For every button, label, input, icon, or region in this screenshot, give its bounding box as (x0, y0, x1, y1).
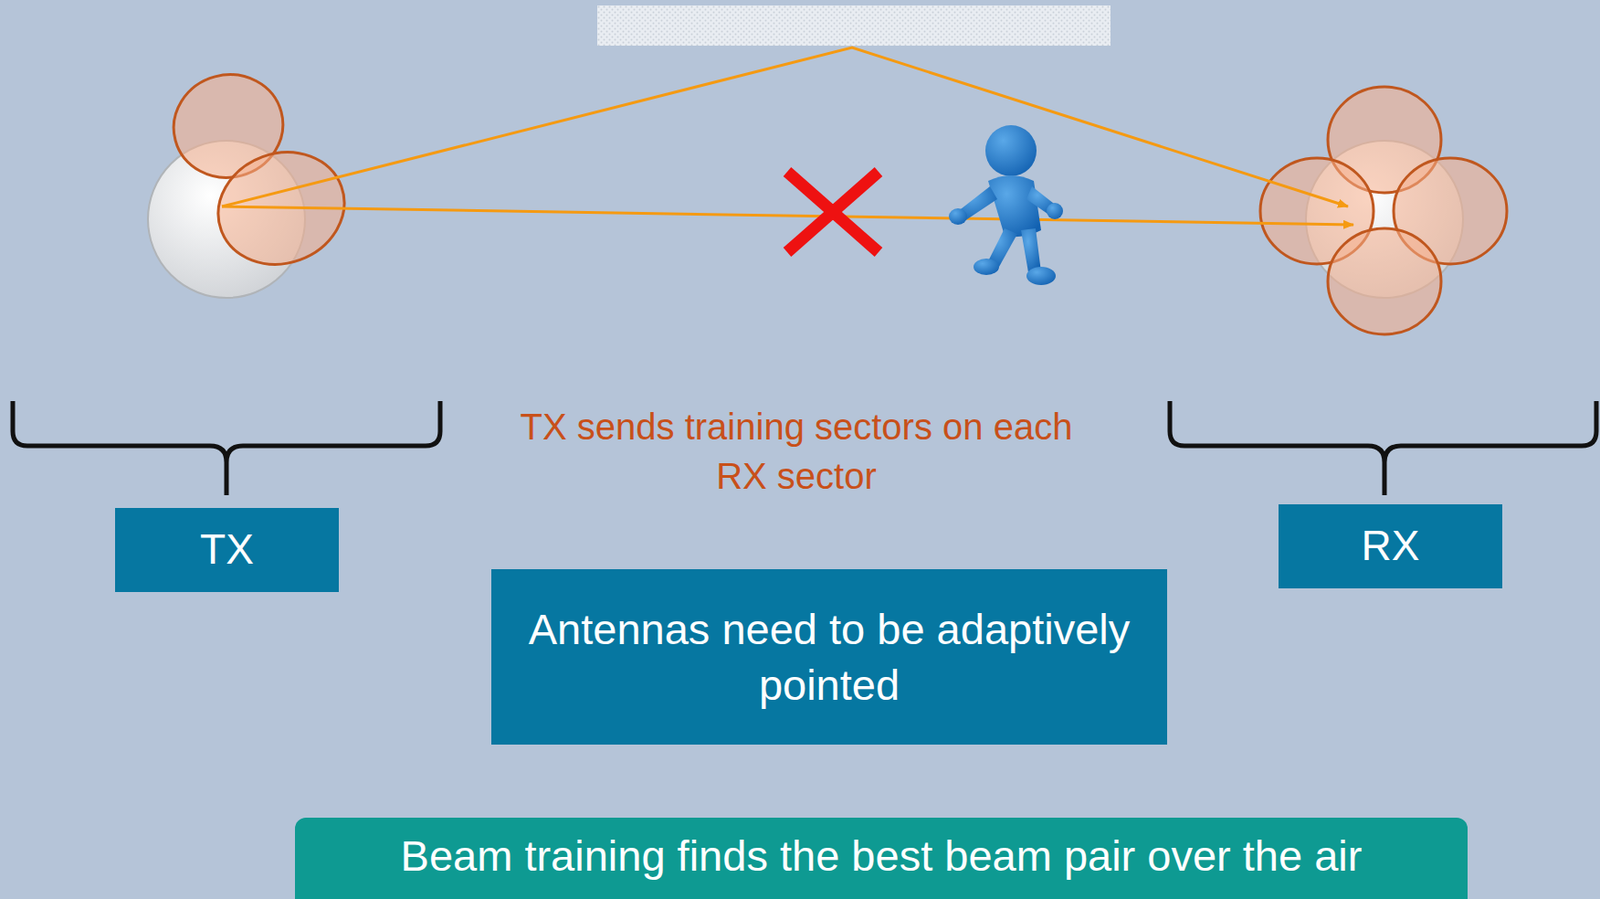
note-box: Antennas need to be adaptively pointed (491, 568, 1168, 745)
box-text: TX (200, 522, 254, 578)
device-box: RX (1278, 504, 1503, 589)
rx-antenna (1260, 86, 1507, 335)
reflector (597, 5, 1111, 46)
device-box: TX (115, 507, 339, 592)
box-text: Antennas need to be adaptively pointed (513, 600, 1146, 713)
blocked-mark (787, 171, 879, 253)
signal-paths (221, 47, 1354, 225)
box-text: Beam training finds the best beam pair o… (400, 827, 1363, 884)
box-text: RX (1361, 518, 1421, 574)
annotation-text: TX sends training sectors on each RX sec… (504, 401, 1089, 501)
person-figure (948, 125, 1064, 285)
summary-band: Beam training finds the best beam pair o… (294, 817, 1468, 899)
